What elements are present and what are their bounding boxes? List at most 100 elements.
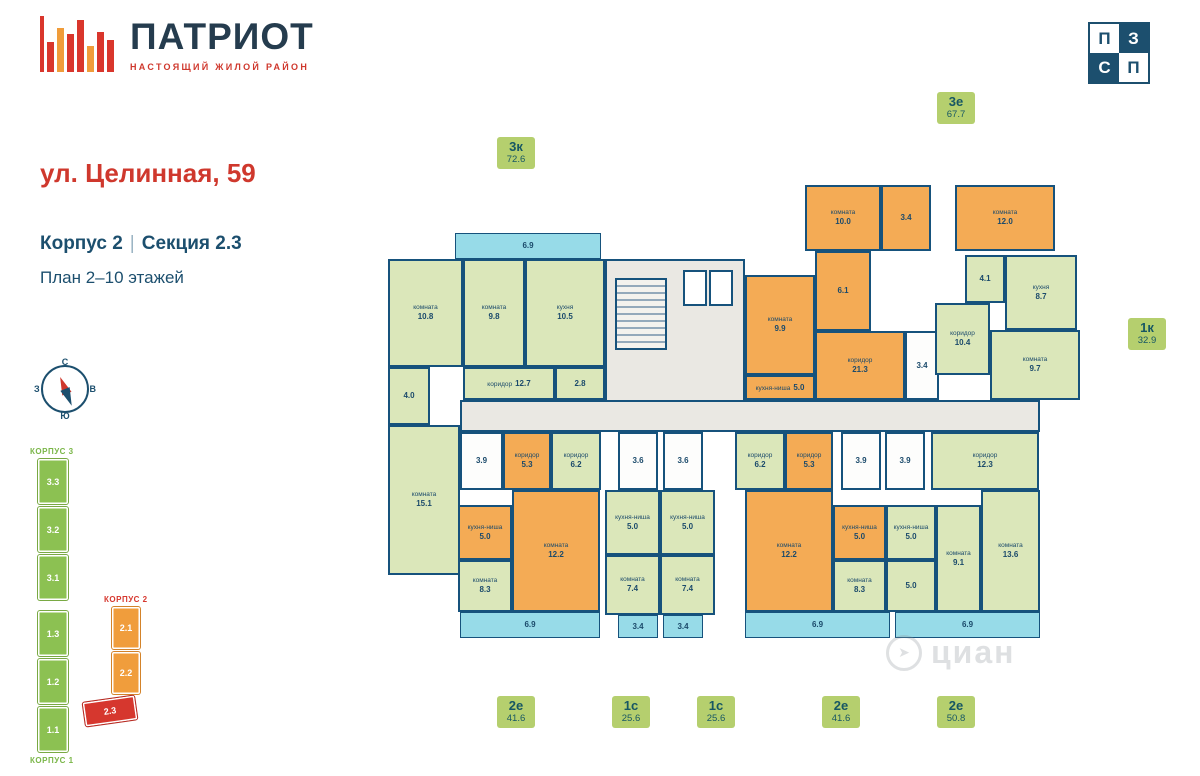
pzsp-letter-tl: П — [1090, 24, 1119, 53]
balcony: 6.9 — [455, 233, 601, 259]
elevator — [709, 270, 733, 306]
logo-subtitle: НАСТОЯЩИЙ ЖИЛОЙ РАЙОН — [130, 62, 310, 72]
site-section-2.3-current[interactable]: 2.3 — [82, 695, 138, 727]
logo-bars-icon — [40, 14, 114, 72]
kitchen-niche: 5.0 — [886, 560, 936, 612]
balcony: 3.4 — [618, 615, 658, 638]
stairs — [615, 278, 667, 350]
hall: 6.1 — [815, 251, 871, 331]
site-section-3.1[interactable]: 3.1 — [38, 555, 68, 600]
watermark-text: циан — [931, 634, 1016, 670]
floors-label: План 2–10 этажей — [40, 268, 184, 287]
korpus1-label: КОРПУС 1 — [30, 756, 74, 765]
pzsp-letter-bl: С — [1090, 53, 1119, 82]
compass-west-label: З — [34, 384, 40, 394]
site-section-3.3[interactable]: 3.3 — [38, 459, 68, 504]
compass: С Ю З В — [34, 357, 97, 421]
logo-bar — [87, 46, 94, 72]
bathroom: 3.4 — [881, 185, 931, 251]
logo-bar — [57, 28, 64, 72]
pzsp-letter-br: П — [1119, 53, 1148, 82]
logo-title: ПАТРИОТ — [130, 16, 314, 57]
korpus3-label: КОРПУС 3 — [30, 447, 74, 456]
site-section-3.2[interactable]: 3.2 — [38, 507, 68, 552]
logo-bar — [97, 32, 104, 72]
balcony: 6.9 — [895, 612, 1040, 638]
korpus-section-line: Корпус 2 | Секция 2.3 — [40, 233, 242, 255]
korpus-label: Корпус 2 — [40, 233, 123, 254]
site-section-1.2[interactable]: 1.2 — [38, 659, 68, 704]
balcony: 6.9 — [460, 612, 600, 638]
compass-north-label: С — [61, 357, 69, 367]
logo-bar — [107, 40, 114, 72]
cian-watermark: ➤ циан — [886, 634, 1015, 671]
site-section-2.1[interactable]: 2.1 — [112, 607, 140, 649]
bathroom: 2.8 — [555, 367, 605, 400]
bathroom: 3.6 — [618, 432, 658, 490]
bathroom: 3.9 — [885, 432, 925, 490]
pzsp-logo: П З С П — [1088, 22, 1150, 84]
bathroom: 4.1 — [965, 255, 1005, 303]
balcony: 3.4 — [663, 615, 703, 638]
divider: | — [129, 233, 135, 254]
site-section-2.2[interactable]: 2.2 — [112, 652, 140, 694]
korpus2-label: КОРПУС 2 — [104, 595, 148, 604]
site-section-1.1[interactable]: 1.1 — [38, 707, 68, 752]
compass-east-label: В — [89, 384, 97, 394]
logo-bar — [40, 16, 44, 72]
common-corridor — [460, 400, 1040, 432]
elevator — [683, 270, 707, 306]
logo-bar — [67, 34, 74, 72]
section-label: Секция 2.3 — [141, 233, 242, 254]
pzsp-letter-tr: З — [1119, 24, 1148, 53]
bathroom: 3.9 — [841, 432, 881, 490]
bathroom: 3.6 — [663, 432, 703, 490]
balcony: 6.9 — [745, 612, 890, 638]
logo-bar — [77, 20, 84, 72]
site-section-1.3[interactable]: 1.3 — [38, 611, 68, 656]
cian-circle-icon: ➤ — [886, 634, 922, 671]
bathroom: 3.9 — [460, 432, 503, 490]
page-title-address: ул. Целинная, 59 — [40, 158, 256, 188]
patriot-logo: ПАТРИОТ НАСТОЯЩИЙ ЖИЛОЙ РАЙОН — [40, 14, 314, 72]
compass-south-label: Ю — [60, 411, 70, 421]
